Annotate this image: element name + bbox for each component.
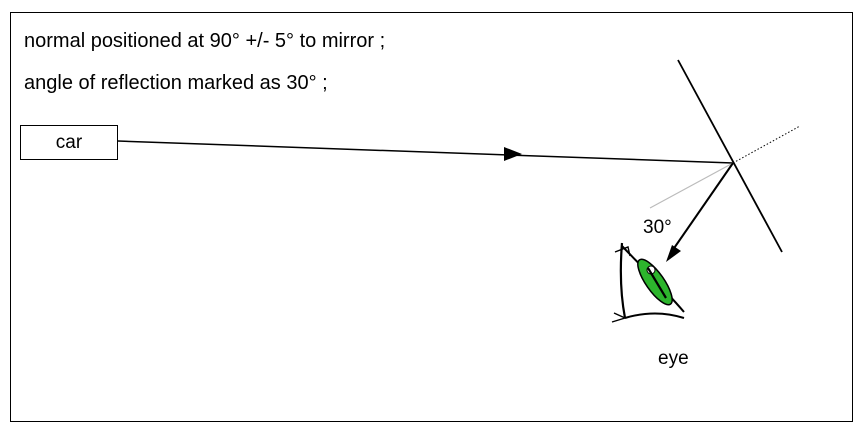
eye-icon	[611, 242, 685, 323]
reflected-arrow-icon	[666, 245, 681, 262]
normal-extension	[649, 162, 734, 209]
incident-ray	[117, 140, 734, 164]
car-box: car	[20, 125, 118, 160]
reflected-ray	[669, 162, 734, 255]
mirror	[677, 59, 783, 253]
note-reflection-angle: angle of reflection marked as 30° ;	[24, 72, 328, 94]
eye-label: eye	[658, 348, 689, 369]
note-normal: normal positioned at 90° +/- 5° to mirro…	[24, 30, 386, 52]
angle-label: 30°	[643, 217, 672, 238]
ray-diagram: 30° eye	[117, 59, 801, 369]
car-label: car	[55, 132, 83, 153]
normal-line	[732, 125, 801, 164]
arrow-icon	[504, 147, 522, 161]
